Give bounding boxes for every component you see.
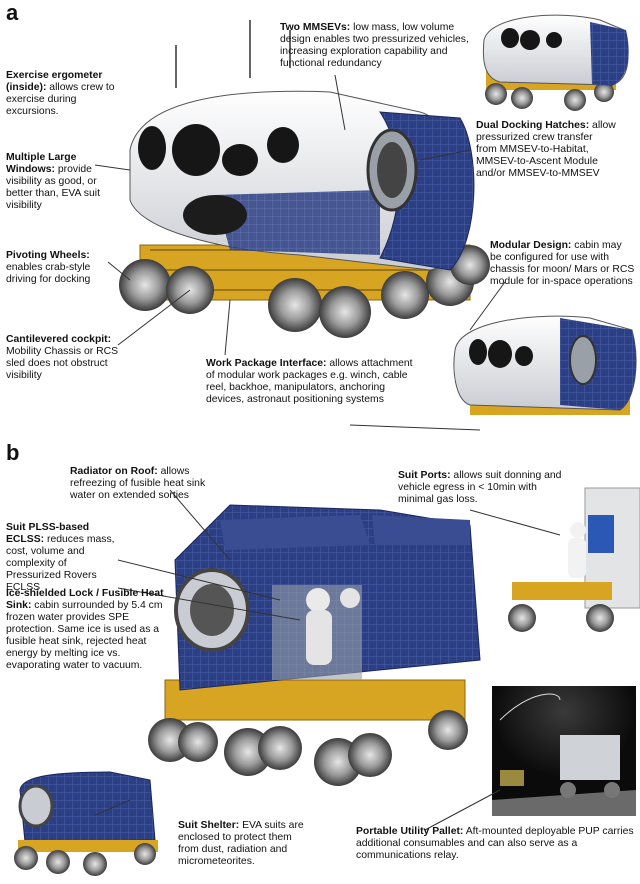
small-rover-mid	[453, 315, 637, 415]
main-rover-b	[148, 504, 481, 786]
caption-modular: Modular Design: cabin may be configured …	[490, 240, 635, 287]
caption-work-package: Work Package Interface: allows attachmen…	[206, 358, 413, 405]
caption-suit-shelter: Suit Shelter: EVA suits are enclosed to …	[178, 820, 304, 867]
caption-hatches: Dual Docking Hatches: allow pressurized …	[476, 120, 616, 179]
caption-windows: Multiple Large Windows: provide visibili…	[6, 152, 100, 211]
small-rover-top	[482, 14, 629, 111]
caption-plss: Suit PLSS-based ECLSS: reduces mass, cos…	[6, 522, 115, 593]
panel-label-a: a	[6, 0, 19, 25]
caption-suit-ports: Suit Ports: allows suit donning and vehi…	[398, 470, 562, 505]
main-rover-a	[119, 20, 490, 338]
small-rover-bottom	[14, 771, 158, 876]
panel-label-b: b	[6, 440, 20, 465]
caption-ice-shield: Ice-shielded Lock / Fusible Heat Sink: c…	[6, 588, 164, 671]
caption-pup: Portable Utility Pallet: Aft-mounted dep…	[356, 826, 634, 861]
caption-radiator: Radiator on Roof: allows refreezing of f…	[70, 466, 206, 501]
suit-port-inset	[508, 487, 640, 632]
caption-mmsev: Two MMSEVs: low mass, low volume design …	[280, 22, 469, 69]
caption-ergometer: Exercise ergometer (inside): allows crew…	[6, 70, 115, 117]
caption-wheels: Pivoting Wheels: enables crab-style driv…	[6, 250, 91, 285]
caption-cockpit: Cantilevered cockpit: Mobility Chassis o…	[6, 334, 119, 381]
leader-lines	[94, 74, 561, 831]
lunar-photo-inset	[492, 686, 636, 816]
